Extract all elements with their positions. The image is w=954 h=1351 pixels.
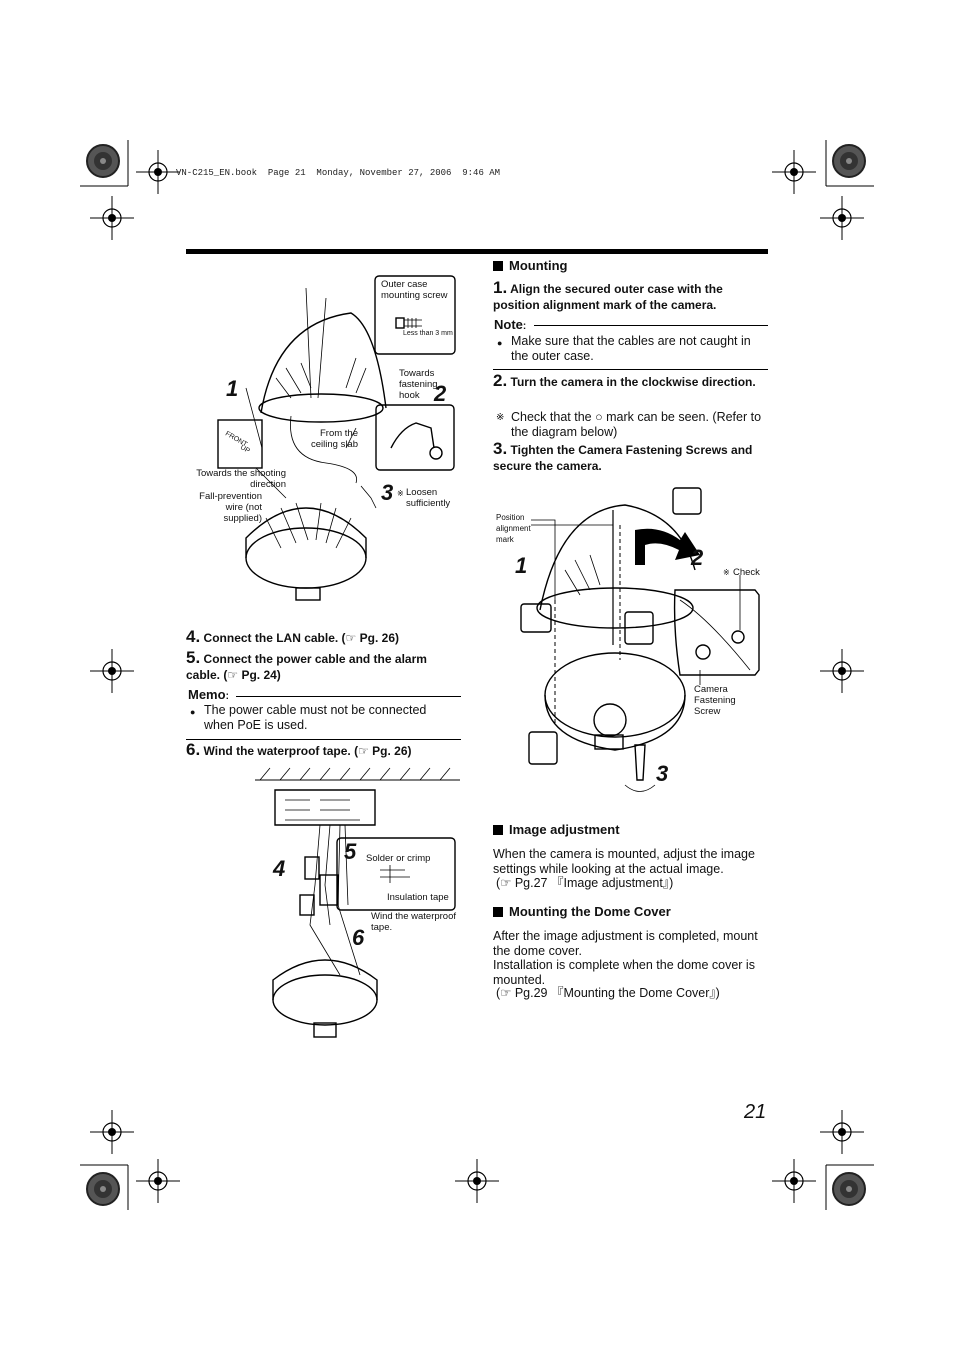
section-image-adjustment-title-text: Image adjustment [509,822,620,837]
step-5: 5. Connect the power cable and the alarm… [186,648,461,683]
section-dome-cover-title-text: Mounting the Dome Cover [509,904,671,919]
memo-title-text: Memo [188,687,226,702]
section-image-adjustment-title: Image adjustment [493,822,620,837]
outer-case-illustration [217,275,456,601]
label-wind-tape: Wind the waterproof tape. [371,911,457,933]
section-square-icon [493,825,503,835]
mounting-step-2-text: Turn the camera in the clockwise directi… [510,375,756,389]
mounting-step-1-number: 1. [493,278,508,297]
mounting-step-3-text: Tighten the Camera Fastening Screws and … [493,443,753,473]
label-towards-shooting: Towards the shooting direction [196,468,286,490]
section-square-icon [493,261,503,271]
memo-colon: : [225,691,229,702]
label-check: Check [733,567,760,578]
note-bullet: Make sure that the cables are not caught… [497,334,766,363]
dome-cover-ref: (☞ Pg.29 『Mounting the Dome Cover』) [496,986,720,1000]
callout-3: 3 [381,480,394,505]
image-adjustment-text: When the camera is mounted, adjust the i… [493,847,755,876]
step-6: 6. Wind the waterproof tape. (☞ Pg. 26) [186,740,466,759]
note-rule-top [534,325,768,326]
section-square-icon [493,907,503,917]
step-4-number: 4. [186,627,201,646]
mounting-step-1-text: Align the secured outer case with the po… [493,282,723,312]
mounting-step-2: 2. Turn the camera in the clockwise dire… [493,371,765,390]
step-6-number: 6. [186,740,201,759]
book-header: VN-C215_EN.book Page 21 Monday, November… [176,168,501,178]
note-rule-bottom [493,369,768,370]
dome-cover-text-2: Installation is complete when the dome c… [493,958,755,987]
callout-r2: 2 [691,545,704,570]
check-mark: ※ [496,412,505,423]
section-dome-cover-title: Mounting the Dome Cover [493,904,671,919]
label-less-than-3mm: Less than 3 mm [403,330,453,337]
section-mounting-title: Mounting [493,258,567,273]
waterproof-tape-illustration [255,767,460,1038]
step-5-number: 5. [186,648,201,667]
dome-cover-text-1: After the image adjustment is completed,… [493,929,758,958]
note-title-text: Note [494,317,523,332]
step-5-text: Connect the power cable and the alarm ca… [186,652,427,682]
check-text: Check that the ○ mark can be seen. (Refe… [511,410,762,439]
label-towards-hook: Towards fastening hook [399,368,438,401]
memo-rule-top [236,696,461,697]
label-position-mark: Position alignment mark [496,513,531,544]
label-from-ceiling-slab: From the ceiling slab [311,428,358,450]
mounting-step-3-number: 3. [493,439,508,458]
memo-title: Memo: [188,687,229,702]
callout-4: 4 [273,856,286,881]
label-loosen: Loosen sufficiently [406,487,451,509]
camera-mounting-illustration [520,487,760,792]
mounting-step-2-number: 2. [493,371,508,390]
callout-5: 5 [344,839,357,864]
top-rule [186,249,768,254]
memo-rule-bottom [186,739,461,740]
label-check-mark: ※ [723,568,730,577]
memo-bullet: The power cable must not be connected wh… [190,703,459,732]
page-number: 21 [744,1101,767,1123]
step-6-text: Wind the waterproof tape. (☞ Pg. 26) [203,744,412,758]
note-title: Note: [494,317,526,332]
label-loosen-mark: ※ [397,489,404,498]
callout-r1: 1 [515,553,528,578]
callout-2: 2 [434,381,447,406]
label-fall-prevention-wire: Fall-prevention wire (not supplied) [199,491,262,524]
step-4: 4. Connect the LAN cable. (☞ Pg. 26) [186,627,466,646]
callout-1: 1 [226,376,239,401]
callout-6: 6 [352,925,365,950]
mounting-step-3: 3. Tighten the Camera Fastening Screws a… [493,439,765,474]
step-4-text: Connect the LAN cable. (☞ Pg. 26) [203,631,399,645]
label-insulation-tape: Insulation tape [387,892,449,903]
section-mounting-title-text: Mounting [509,258,568,273]
label-outer-case-screw: Outer case mounting screw [381,279,448,301]
label-solder-crimp: Solder or crimp [366,853,431,864]
note-colon: : [522,321,527,332]
label-fastening-screw: Camera Fastening Screw [694,684,736,717]
image-adjustment-ref: (☞ Pg.27 『Image adjustment』) [496,876,674,890]
callout-r3: 3 [656,761,669,786]
mounting-step-1: 1. Align the secured outer case with the… [493,278,765,313]
